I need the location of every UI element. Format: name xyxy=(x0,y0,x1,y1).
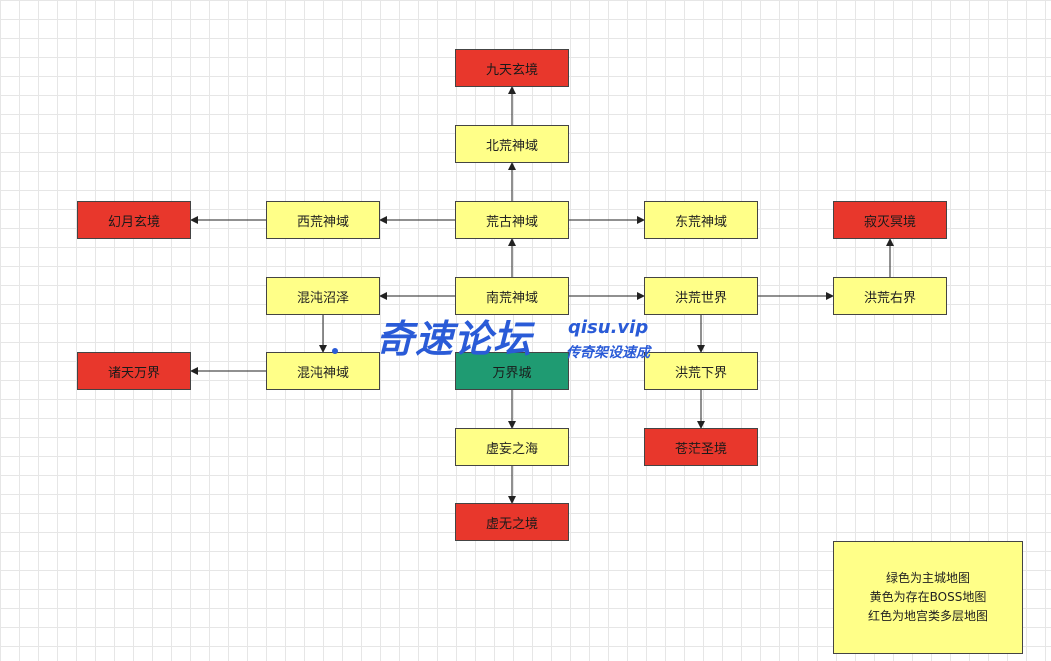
node-label: 诸天万界 xyxy=(107,365,160,381)
node-hundun-zhaoze[interactable]: 混沌沼泽 xyxy=(266,277,380,315)
legend-green-line: 绿色为主城地图 xyxy=(885,571,970,585)
node-jimie-mingjing[interactable]: 寂灭冥境 xyxy=(833,201,947,239)
node-zhutian-wanjie[interactable]: 诸天万界 xyxy=(77,352,191,390)
node-label: 虚无之境 xyxy=(485,516,538,532)
node-label: 苍茫圣境 xyxy=(674,441,727,457)
node-honghuang-youjie[interactable]: 洪荒右界 xyxy=(833,277,947,315)
node-huanggu-shenyu[interactable]: 荒古神域 xyxy=(455,201,569,239)
node-label: 万界城 xyxy=(492,365,532,381)
node-label: 幻月玄境 xyxy=(107,214,160,230)
node-label: 寂灭冥境 xyxy=(863,214,916,230)
node-beihuang-shenyu[interactable]: 北荒神域 xyxy=(455,125,569,163)
node-label: 洪荒下界 xyxy=(674,365,727,381)
node-honghuang-xiajie[interactable]: 洪荒下界 xyxy=(644,352,758,390)
node-label: 混沌沼泽 xyxy=(296,290,349,306)
node-label: 九天玄境 xyxy=(485,62,538,78)
node-xuwu-zhijing[interactable]: 虚无之境 xyxy=(455,503,569,541)
legend-box: 绿色为主城地图 黄色为存在BOSS地图 红色为地宫类多层地图 xyxy=(833,541,1023,654)
node-donghuang-shenyu[interactable]: 东荒神域 xyxy=(644,201,758,239)
node-nanhuang-shenyu[interactable]: 南荒神域 xyxy=(455,277,569,315)
node-label: 北荒神域 xyxy=(485,138,538,154)
node-label: 洪荒世界 xyxy=(674,290,727,306)
node-xihuang-shenyu[interactable]: 西荒神域 xyxy=(266,201,380,239)
node-xuwang-zhihai[interactable]: 虚妄之海 xyxy=(455,428,569,466)
node-label: 荒古神域 xyxy=(485,214,538,230)
node-hundun-shenyu[interactable]: 混沌神域 xyxy=(266,352,380,390)
node-wanjie-cheng[interactable]: 万界城 xyxy=(455,352,569,390)
legend-red-line: 红色为地宫类多层地图 xyxy=(867,609,988,623)
node-label: 东荒神域 xyxy=(674,214,727,230)
node-label: 洪荒右界 xyxy=(863,290,916,306)
node-label: 西荒神域 xyxy=(296,214,349,230)
node-huanyue-xuanjing[interactable]: 幻月玄境 xyxy=(77,201,191,239)
node-label: 南荒神域 xyxy=(485,290,538,306)
node-label: 混沌神域 xyxy=(296,365,349,381)
node-cangmang-shengjing[interactable]: 苍茫圣境 xyxy=(644,428,758,466)
legend-yellow-line: 黄色为存在BOSS地图 xyxy=(869,590,987,604)
node-honghuang-shijie[interactable]: 洪荒世界 xyxy=(644,277,758,315)
node-label: 虚妄之海 xyxy=(485,441,538,457)
node-jiutian-xuanjing[interactable]: 九天玄境 xyxy=(455,49,569,87)
